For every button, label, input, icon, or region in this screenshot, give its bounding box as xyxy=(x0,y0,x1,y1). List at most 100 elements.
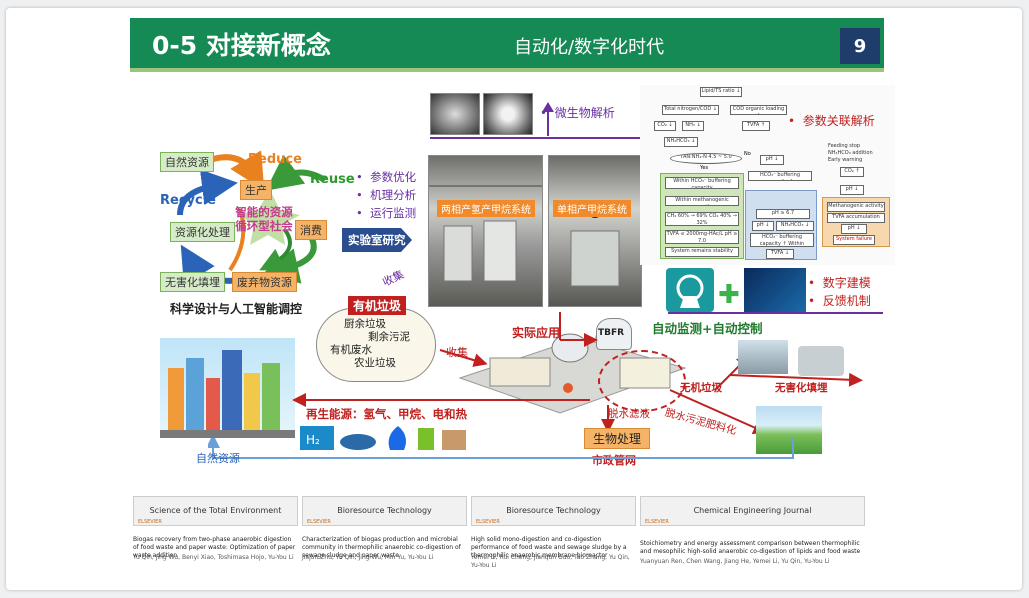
practical-label: 实际应用 xyxy=(512,326,561,340)
reference-title: Biogas recovery from two-phase anaerobic… xyxy=(133,536,296,559)
bullet-item: • 反馈机制 xyxy=(808,294,871,308)
resource-processing-tag: 资源化处理 xyxy=(170,222,235,242)
recycle-label: Recycle xyxy=(160,193,216,208)
flow-box: HCO₃⁻ buffering capacity ↑ xyxy=(748,171,812,181)
page-number: 9 xyxy=(840,28,880,64)
natural-resource-label: 自然资源 xyxy=(196,452,240,465)
flow-box: NH₄HCO₃ ↓ xyxy=(776,221,814,231)
cycle-caption: 科学设计与人工智能调控 xyxy=(170,302,303,316)
bullet-item: • 机理分析 xyxy=(356,188,417,202)
elsevier-logo: ELSEVIER xyxy=(476,519,500,525)
reference-authors: Jiajun Zhu, Yu Qin, Jing Wu, Min Yu, Yu-… xyxy=(302,554,434,561)
flow-box: pH ↓ xyxy=(841,224,867,234)
reference-title: Characterization of biogas production an… xyxy=(302,536,461,559)
waste-items: 厨余垃圾 剩余污泥 有机废水 农业垃圾 xyxy=(330,318,410,369)
flow-failure-branch: Methanogenic activity ↓ TVFA accumulatio… xyxy=(822,197,890,247)
cycle-center-label: 智能的资源循环型社会 xyxy=(235,205,293,233)
reference-title: Stoichiometry and energy assessment comp… xyxy=(640,540,861,555)
energy-icons: H₂ xyxy=(300,422,470,452)
elsevier-logo: ELSEVIER xyxy=(645,519,669,525)
flow-yes: Yes xyxy=(700,165,709,171)
reference-authors: Yuanyuan Ren, Chen Wang, Jiang He, Yemei… xyxy=(640,558,830,565)
bullet-item: • 参数优化 xyxy=(356,170,417,184)
flow-box: HCO₃⁻ buffering capacity ↑ Within methan… xyxy=(750,233,814,247)
flow-box: pH ↓ xyxy=(840,185,864,195)
journal-header: Chemical Engineering Journal xyxy=(640,496,865,526)
slide-subtitle: 自动化/数字化时代 xyxy=(514,37,665,58)
ai-bullets: • 数字建模 • 反馈机制 xyxy=(808,274,871,310)
flow-stable-branch: Within HCO₃⁻ buffering capacity Within m… xyxy=(660,173,744,259)
slide-title: 0-5 对接新概念 xyxy=(152,31,331,60)
flow-no: No xyxy=(744,151,751,157)
journal-header: Bioresource Technology xyxy=(471,496,636,526)
flow-box: pH ↓ xyxy=(752,221,774,231)
lab-arrow-label: 实验室研究 xyxy=(348,233,406,247)
microbe-arrow xyxy=(542,102,554,136)
flow-box: TVFA accumulation xyxy=(827,213,885,223)
bio-treatment-box: 生物处理 xyxy=(584,428,651,449)
garbage-truck-image xyxy=(798,346,844,376)
flow-warning-branch: pH ≥ 6.7 pH ↓ NH₄HCO₃ ↓ HCO₃⁻ buffering … xyxy=(745,190,817,260)
flow-box: CO₂ ↓ xyxy=(654,121,676,131)
flow-box: pH ↓ xyxy=(760,155,784,165)
reactor-highlight xyxy=(598,350,686,412)
flow-box: System failure xyxy=(833,235,875,245)
renewable-energy-label: 再生能源：氢气、甲烷、电和热 xyxy=(306,407,467,421)
inorganic-label: 无机垃圾 xyxy=(680,382,722,394)
reference-card: Chemical Engineering Journal Stoichiomet… xyxy=(640,496,865,570)
flow-box: Total nitrogen/COD ↓ xyxy=(662,105,719,115)
bullet-item: • 数字建模 xyxy=(808,276,871,290)
natural-resource-return xyxy=(208,438,794,459)
flow-box: NH₄HCO₃ ↓ xyxy=(664,137,698,147)
flow-diamond: TAN:NH₄-N 4.5 ~ 5.0 xyxy=(670,153,742,164)
single-phase-system-photo xyxy=(548,155,642,307)
digital-model-image xyxy=(744,268,806,312)
elsevier-logo: ELSEVIER xyxy=(138,519,162,525)
production-tag: 生产 xyxy=(240,180,272,200)
inorganic-waste-image xyxy=(738,340,788,374)
microbe-image-2 xyxy=(483,93,533,135)
tbfr-label: TBFR xyxy=(598,328,625,338)
harmless-landfill-label: 无害化填埋 xyxy=(775,382,828,394)
param-label: • 参数关联解析 xyxy=(788,114,875,128)
natural-resource-tag: 自然资源 xyxy=(160,152,214,172)
flow-box: pH ≥ 6.7 xyxy=(756,209,810,219)
flow-box: NH₃ ↓ xyxy=(682,121,704,131)
elsevier-logo: ELSEVIER xyxy=(307,519,331,525)
flow-arrows xyxy=(292,312,863,434)
reference-card: Science of the Total Environment Biogas … xyxy=(133,496,298,570)
flow-box: COD organic loading ↑ xyxy=(730,105,787,115)
journal-header: Science of the Total Environment xyxy=(133,496,298,526)
flow-box: TVFA ↓ xyxy=(766,249,794,259)
flow-box: Within methanogenic capacity xyxy=(665,196,739,206)
flow-box: System remains stability xyxy=(665,247,739,257)
reference-card: Bioresource Technology Characterization … xyxy=(302,496,467,570)
flow-box: CH₄ 60% → 69% CO₂ 40% → 32% xyxy=(665,212,739,226)
svg-text:H₂: H₂ xyxy=(306,433,320,447)
flow-box: Within HCO₃⁻ buffering capacity xyxy=(665,177,739,189)
title-bar: 0-5 对接新概念 自动化/数字化时代 xyxy=(130,18,884,72)
dewater-liquid-label: 脱水滤液 xyxy=(608,408,650,420)
reference-authors: Yemei Li, Rui Cheng, Jianqun Guo, Tao Zh… xyxy=(471,554,630,569)
two-phase-photo-title: 两相产氢产甲烷系统 xyxy=(437,200,535,217)
research-bullets: • 参数优化 • 机理分析 • 运行监测 xyxy=(356,168,416,222)
lab-arrow xyxy=(342,228,412,252)
parameter-flowchart: Lipid/TS ratio ↓ Total nitrogen/COD ↓ CO… xyxy=(640,85,895,265)
city-image xyxy=(160,338,295,438)
flow-box: Lipid/TS ratio ↓ xyxy=(700,87,742,97)
bullet-item: • 运行监测 xyxy=(356,206,417,220)
two-phase-system-photo xyxy=(428,155,543,307)
harmless-landfill-tag: 无害化填埋 xyxy=(160,272,225,292)
purple-rule xyxy=(430,137,662,139)
plus-icon: ✚ xyxy=(718,280,740,310)
reference-card: Bioresource Technology High solid mono-d… xyxy=(471,496,636,570)
purple-rule xyxy=(668,312,883,314)
reference-authors: Yu Qin, Jing Wu, Benyi Xiao, Toshimasa H… xyxy=(133,554,294,561)
reduce-label: Reduce xyxy=(248,152,302,167)
monitor-control-label: 自动监测+自动控制 xyxy=(652,321,763,336)
journal-header: Bioresource Technology xyxy=(302,496,467,526)
waste-cloud xyxy=(316,308,436,382)
flow-box: TVFA ≤ 2000mg-HAc/L pH ≥ 7.0 xyxy=(665,230,739,244)
waste-resource-tag: 废弃物资源 xyxy=(232,272,297,292)
